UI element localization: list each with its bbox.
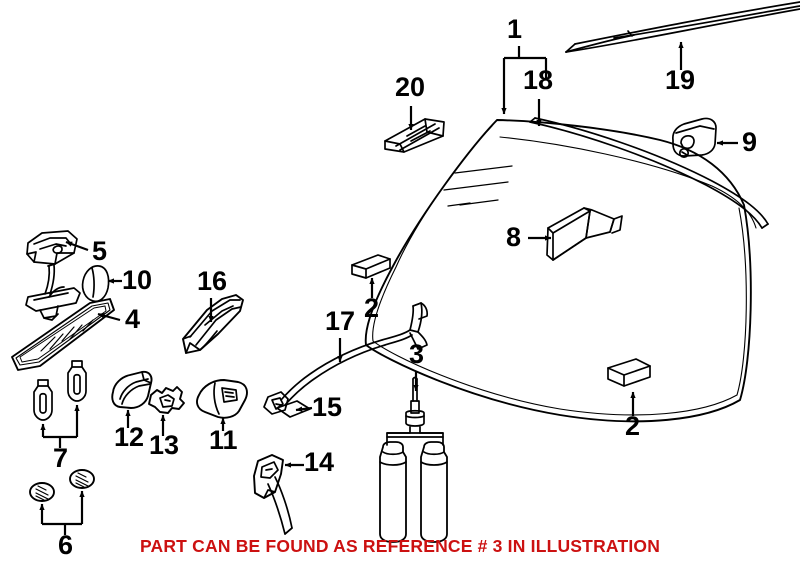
part-windshield-upper-molding bbox=[529, 117, 769, 229]
reference-note: PART CAN BE FOUND AS REFERENCE # 3 IN IL… bbox=[139, 536, 661, 556]
callout-label-4: 4 bbox=[125, 304, 141, 334]
part-ribbed-hose-connector bbox=[384, 118, 445, 153]
part-roof-drip-trim-molding bbox=[565, 1, 800, 53]
part-mirror-mounting-bracket bbox=[546, 207, 623, 261]
callout-label-14: 14 bbox=[304, 447, 335, 477]
glass-reflection-hatching bbox=[443, 165, 513, 207]
part-visor-retainer bbox=[148, 386, 185, 414]
callout-label-18: 18 bbox=[523, 65, 554, 95]
callout-label-17: 17 bbox=[325, 306, 356, 336]
part-windshield-glass bbox=[364, 119, 757, 423]
callout-leaders bbox=[39, 41, 738, 535]
part-glass-support-spacer-upper bbox=[351, 254, 391, 279]
callout-label-2-upper: 2 bbox=[364, 293, 380, 323]
callout-label-16: 16 bbox=[197, 266, 228, 296]
callout-label-19: 19 bbox=[665, 65, 696, 95]
callout-label-13: 13 bbox=[149, 430, 180, 460]
part-washer-hose-assembly bbox=[263, 302, 429, 415]
callout-label-12: 12 bbox=[114, 422, 145, 452]
callout-label-7: 7 bbox=[53, 443, 69, 473]
part-grommet-pair bbox=[29, 469, 95, 502]
callout-label-9: 9 bbox=[742, 127, 758, 157]
part-coat-hook bbox=[253, 454, 293, 535]
part-mirror-base-cover bbox=[26, 230, 78, 265]
callout-label-15: 15 bbox=[312, 392, 343, 422]
callout-label-20: 20 bbox=[395, 72, 426, 102]
part-molding-end-clip bbox=[672, 117, 717, 159]
part-mirror-wedge-cover bbox=[81, 265, 110, 303]
callout-label-3: 3 bbox=[409, 339, 425, 369]
part-visor-support-clip bbox=[111, 370, 153, 409]
callout-label-2-lower: 2 bbox=[625, 411, 641, 441]
part-glass-support-spacer-lower bbox=[607, 358, 651, 387]
part-sun-visor bbox=[182, 294, 244, 354]
callout-label-10: 10 bbox=[122, 265, 153, 295]
callout-label-11: 11 bbox=[209, 425, 238, 455]
callout-label-6: 6 bbox=[58, 530, 74, 560]
part-mirror-mounting-plugs bbox=[33, 360, 87, 421]
callout-label-8: 8 bbox=[506, 222, 522, 252]
part-washer-nozzle-assembly bbox=[379, 376, 448, 543]
callout-label-5: 5 bbox=[92, 236, 108, 266]
part-visor-bracket-cover bbox=[196, 379, 248, 419]
part-inside-rearview-mirror bbox=[11, 263, 115, 371]
callout-label-1: 1 bbox=[507, 14, 523, 44]
